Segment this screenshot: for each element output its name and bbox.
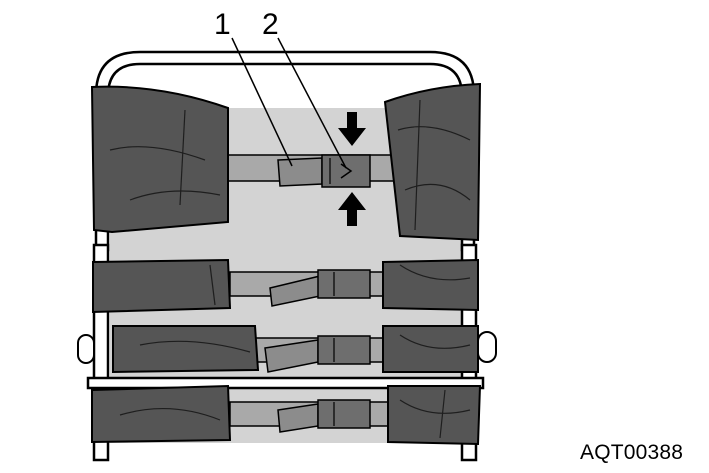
cargo-creases <box>109 99 471 439</box>
press-up-arrow-icon <box>338 192 366 226</box>
strap-row-3 <box>254 335 391 373</box>
strap-row-1 <box>227 154 404 188</box>
strap-row-2 <box>229 269 391 307</box>
callout-1: 1 <box>214 8 231 41</box>
leader-line-1 <box>231 37 293 167</box>
reference-code: AQT00388 <box>580 441 684 464</box>
callout-2: 2 <box>262 8 279 41</box>
press-down-arrow-icon <box>338 112 366 146</box>
leader-line-2 <box>277 37 347 169</box>
buckle-top <box>321 154 371 188</box>
strap-row-4 <box>229 399 391 433</box>
cargo-pads <box>90 82 482 446</box>
